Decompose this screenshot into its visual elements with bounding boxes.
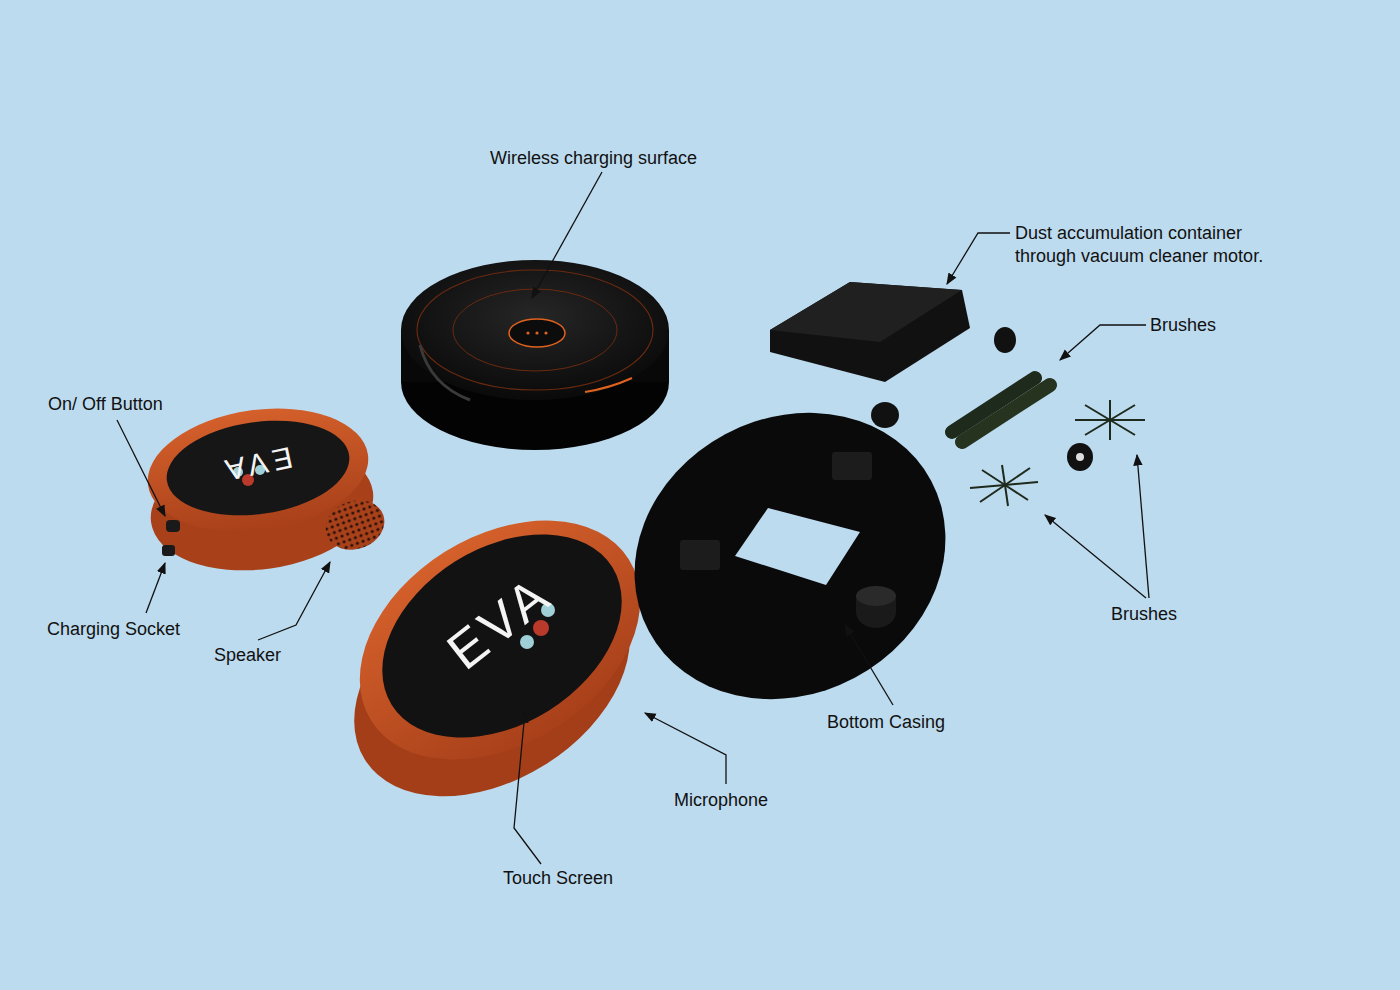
logo-text: EVA: [439, 566, 562, 678]
part-label-slot: Charging Socket: [47, 618, 237, 641]
roller-brushes: [952, 378, 1050, 442]
part-label: Brushes: [1111, 603, 1231, 626]
part-label-slot: Brushes: [1150, 314, 1270, 337]
logo-text-slot: EVA: [439, 566, 562, 678]
part-label: On/ Off Button: [48, 393, 228, 416]
part-label: Touch Screen: [503, 867, 663, 890]
logo-text: EVA: [217, 442, 294, 486]
part-label: Brushes: [1150, 314, 1270, 337]
charging-base: [401, 260, 669, 450]
logo-text-slot: EVA: [217, 442, 294, 486]
part-label: Wireless charging surface: [490, 147, 750, 170]
part-label: Dust accumulation container through vacu…: [1015, 222, 1300, 268]
leader-lines: [117, 172, 1149, 864]
side-brushes: [970, 400, 1145, 506]
dust-container: [770, 282, 970, 382]
top-cover-back: [140, 395, 392, 584]
bottom-casing: [584, 359, 996, 753]
part-label: Speaker: [214, 644, 324, 667]
part-label-slot: On/ Off Button: [48, 393, 228, 416]
part-label: Bottom Casing: [827, 711, 997, 734]
part-label: Microphone: [674, 789, 814, 812]
wheels: [871, 327, 1093, 471]
part-label: Charging Socket: [47, 618, 237, 641]
part-label-slot: Brushes: [1111, 603, 1231, 626]
part-label-slot: Dust accumulation container through vacu…: [1015, 222, 1300, 268]
top-cover-front: [312, 471, 684, 844]
part-label-slot: Wireless charging surface: [490, 147, 750, 170]
part-label-slot: Touch Screen: [503, 867, 663, 890]
part-label-slot: Bottom Casing: [827, 711, 997, 734]
part-label-slot: Speaker: [214, 644, 324, 667]
part-label-slot: Microphone: [674, 789, 814, 812]
